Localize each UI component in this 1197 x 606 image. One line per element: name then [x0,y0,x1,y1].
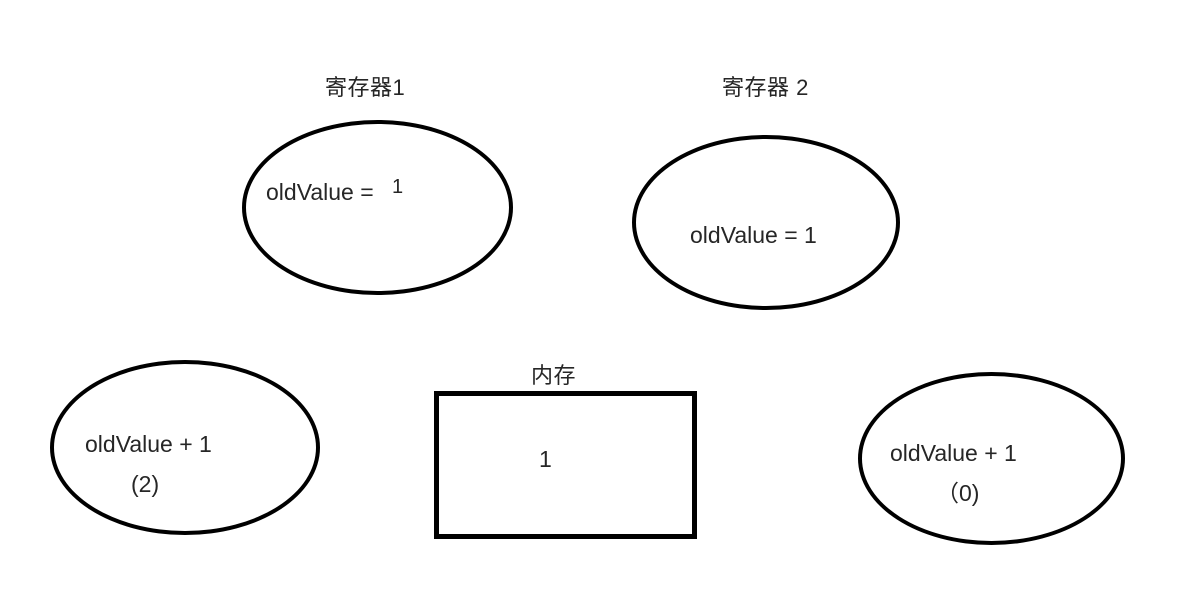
register1-expression-text: oldValue = [266,179,381,205]
result-right-expression: oldValue + 1 [890,440,1017,466]
register2-title: 寄存器 2 [722,75,809,100]
result-left-ellipse [50,360,320,535]
result-right-ellipse [858,372,1125,545]
register1-expression: oldValue = 1 [266,176,404,207]
result-left-expression: oldValue + 1 [85,431,212,457]
register2-ellipse [632,135,900,310]
memory-value: 1 [539,446,552,472]
result-left-result: (2) [131,471,160,498]
register1-title: 寄存器1 [325,75,406,100]
register1-ellipse [242,120,513,295]
register2-expression: oldValue = 1 [690,222,817,248]
register1-value: 1 [392,176,404,198]
memory-box [434,391,697,539]
result-right-result: （0) [936,480,980,507]
memory-title: 内存 [531,363,577,388]
result-left-text: oldValue + 1 (2) [85,432,212,496]
result-right-text: oldValue + 1 （0) [890,441,1017,505]
